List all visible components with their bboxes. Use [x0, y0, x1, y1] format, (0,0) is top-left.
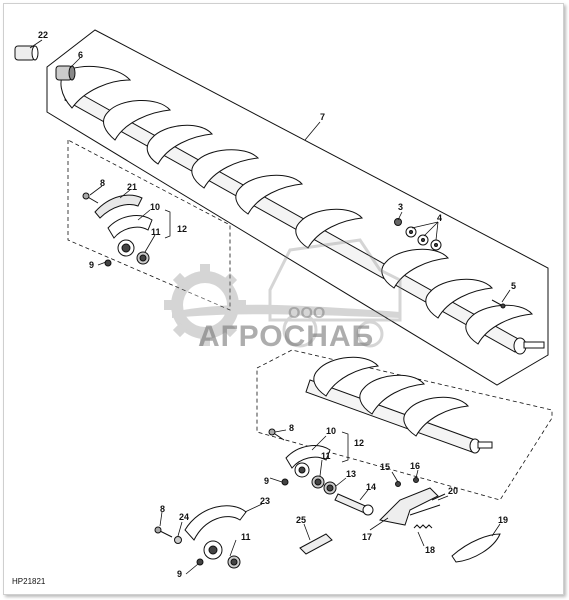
callout-8-bottom: 8: [160, 504, 165, 514]
reference-code: HP21821: [12, 577, 46, 586]
upper-support-dashed-box: [67, 139, 231, 311]
callout-12-upper: 12: [177, 224, 187, 234]
callout-10-lower: 10: [326, 426, 336, 436]
callout-3: 3: [398, 202, 403, 212]
callout-19: 19: [498, 515, 508, 525]
blade-19: [451, 533, 501, 563]
watermark-prefix: ООО: [288, 305, 325, 322]
callout-9-lower: 9: [264, 476, 269, 486]
callout-9-upper: 9: [89, 260, 94, 270]
callout-9-bottom: 9: [177, 569, 182, 579]
callout-13: 13: [346, 469, 356, 479]
gear-icon: [164, 264, 246, 346]
callout-8-lower: 8: [289, 423, 294, 433]
callout-22: 22: [38, 30, 48, 40]
callout-21: 21: [127, 182, 137, 192]
callout-25: 25: [296, 515, 306, 525]
callout-17: 17: [362, 532, 372, 542]
callout-labels: 22 6 7 8 21 10 12 11 9 3 4 5 8 10 12 11 …: [38, 30, 516, 579]
bushing-22: [14, 45, 39, 61]
callout-15: 15: [380, 462, 390, 472]
combine-harvester-icon: [268, 238, 402, 348]
watermark-logo: [164, 238, 402, 348]
bearing-6: [55, 65, 76, 81]
callout-4: 4: [437, 213, 442, 223]
bracket-assembly: [378, 477, 446, 529]
callout-18: 18: [425, 545, 435, 555]
lower-auger: [305, 356, 493, 454]
callout-11-upper: 11: [151, 227, 161, 237]
callout-14: 14: [366, 482, 376, 492]
callout-7: 7: [320, 112, 325, 122]
upper-auger-flights: [60, 66, 534, 345]
callout-6: 6: [78, 50, 83, 60]
callout-24: 24: [179, 512, 189, 522]
diagram-frame: [3, 3, 564, 595]
callout-11-lower: 11: [321, 451, 331, 461]
watermark-name: АГРОСНАБ: [198, 320, 374, 353]
plate-25: [299, 533, 333, 555]
support-23-assembly: [154, 505, 247, 569]
callout-12-lower: 12: [354, 438, 364, 448]
callout-16: 16: [410, 461, 420, 471]
callout-10-upper: 10: [150, 202, 160, 212]
lower-support-parts: [268, 428, 374, 516]
callout-8-upper: 8: [100, 178, 105, 188]
callout-23: 23: [260, 496, 270, 506]
upper-auger-panel: [46, 29, 549, 386]
upper-support-parts: [82, 192, 153, 267]
leader-lines: [29, 39, 511, 575]
callout-20: 20: [448, 486, 458, 496]
callout-11-bottom: 11: [241, 532, 251, 542]
callout-5: 5: [511, 281, 516, 291]
hardware-3-4-5: [394, 218, 506, 309]
